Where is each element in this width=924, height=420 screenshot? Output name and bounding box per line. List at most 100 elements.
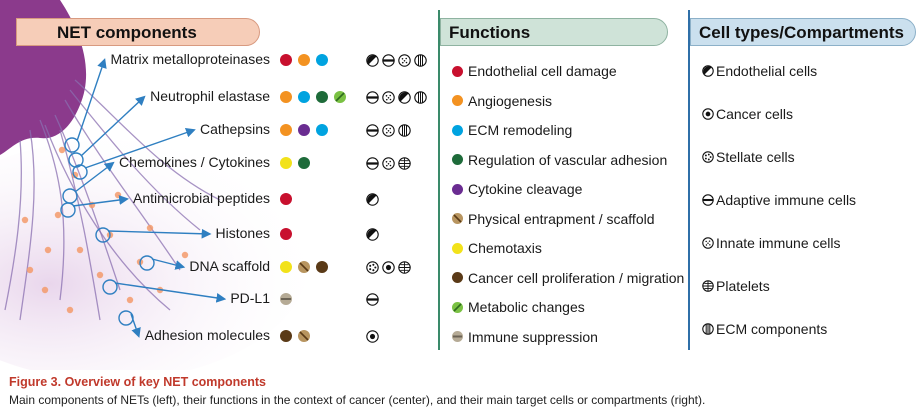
component-row: Adhesion molecules	[0, 326, 924, 346]
pointer-arrows	[60, 58, 227, 338]
function-color-dot	[452, 65, 463, 77]
component-row: PD-L1	[0, 289, 924, 309]
innate-icon	[702, 237, 714, 249]
component-function-dots	[280, 54, 328, 66]
function-dot-yellow	[280, 157, 292, 169]
function-dot-purple	[298, 124, 310, 136]
component-arrow	[74, 161, 115, 193]
component-row: Chemokines / Cytokines	[0, 153, 924, 173]
function-dot-cyan	[316, 54, 328, 66]
function-dot-tan	[298, 330, 310, 342]
platelets-icon	[702, 280, 714, 292]
cell-type-label: Platelets	[716, 278, 770, 294]
function-dot-orange	[280, 91, 292, 103]
component-target-icons	[366, 228, 379, 241]
stellate-icon	[366, 261, 379, 274]
component-label: Adhesion molecules	[144, 327, 270, 343]
component-label: Chemokines / Cytokines	[119, 154, 270, 170]
component-target-icons	[366, 157, 411, 170]
function-color-dot	[452, 213, 463, 224]
function-dot-tan	[298, 261, 310, 273]
function-color-dot	[452, 95, 463, 106]
component-origin-ring	[72, 164, 88, 180]
component-label: Antimicrobial peptides	[133, 190, 270, 206]
component-label: DNA scaffold	[189, 258, 270, 274]
function-label: Immune suppression	[468, 328, 598, 345]
component-target-icons	[366, 193, 379, 206]
component-target-icons	[366, 91, 427, 104]
net-components-header: NET components	[16, 18, 260, 46]
cell-type-legend-item: Cancer cells	[702, 106, 793, 122]
cell-type-label: Stellate cells	[716, 149, 795, 165]
platelets-icon	[398, 157, 411, 170]
function-label: Angiogenesis	[468, 92, 553, 109]
function-dot-dark_green	[316, 91, 328, 103]
component-function-dots	[280, 293, 292, 305]
component-target-icons	[366, 54, 427, 67]
function-dot-gray	[280, 293, 292, 305]
cell-type-legend-item: Innate immune cells	[702, 235, 841, 251]
cell-type-label: Innate immune cells	[716, 235, 841, 251]
function-legend-item: Cytokine cleavage	[452, 181, 582, 197]
function-color-dot	[452, 124, 463, 136]
cell-types-header: Cell types/Compartments	[690, 18, 916, 46]
cell-type-label: Cancer cells	[716, 106, 794, 122]
stellate-icon	[702, 151, 714, 163]
component-row: Histones	[0, 224, 924, 244]
function-dot-red	[280, 193, 292, 205]
innate-icon	[382, 157, 395, 170]
component-row: DNA scaffold	[0, 257, 924, 277]
endothelial-icon	[398, 91, 411, 104]
component-arrow	[130, 313, 141, 338]
function-label: Regulation of vascular adhesion	[468, 151, 668, 168]
function-legend-item: Angiogenesis	[452, 93, 552, 109]
component-arrow	[151, 258, 186, 270]
component-row: Antimicrobial peptides	[0, 189, 924, 209]
component-function-dots	[280, 193, 292, 205]
function-dot-light_green	[334, 91, 346, 103]
component-row: Cathepsins	[0, 120, 924, 140]
figure-caption-text: Main components of NETs (left), their fu…	[9, 393, 706, 407]
cell-types-divider	[688, 10, 690, 350]
function-label: Endothelial cell damage	[468, 63, 617, 79]
cell-type-legend-item: Adaptive immune cells	[702, 192, 856, 208]
chromatin-fibers	[4, 79, 221, 321]
component-target-icons	[366, 330, 379, 343]
cancer-icon	[382, 261, 395, 274]
component-label: Matrix metalloproteinases	[110, 51, 270, 67]
function-dot-dark_green	[298, 157, 310, 169]
component-function-dots	[280, 124, 328, 136]
adaptive-icon	[366, 91, 379, 104]
component-arrow	[72, 195, 129, 207]
function-label: Cytokine cleavage	[468, 181, 583, 197]
function-color-dot	[452, 154, 463, 165]
component-origin-ring	[64, 137, 80, 153]
platelets-icon	[398, 261, 411, 274]
cancer-icon	[366, 330, 379, 343]
component-origin-ring	[60, 202, 76, 218]
cell-type-label: Endothelial cells	[716, 63, 818, 79]
function-color-dot	[452, 331, 463, 342]
function-color-dot	[452, 183, 463, 195]
function-dot-red	[280, 228, 292, 240]
component-row: Neutrophil elastase	[0, 87, 924, 107]
cell-type-label: Adaptive immune cells	[716, 192, 857, 208]
function-legend-item: Regulation of vascular adhesion	[452, 152, 667, 168]
adaptive-icon	[382, 54, 395, 67]
cell-type-legend-item: Endothelial cells	[702, 63, 817, 79]
cell-type-legend-item: Platelets	[702, 278, 770, 294]
component-function-dots	[280, 330, 310, 342]
function-dot-orange	[298, 54, 310, 66]
function-color-dot	[452, 242, 463, 254]
endothelial-icon	[366, 228, 379, 241]
function-dot-red	[280, 54, 292, 66]
function-color-dot	[452, 301, 463, 313]
ecm-icon	[414, 91, 427, 104]
innate-icon	[382, 91, 395, 104]
function-dot-yellow	[280, 261, 292, 273]
ecm-icon	[414, 54, 427, 67]
cell-type-legend-item: Stellate cells	[702, 149, 795, 165]
function-legend-item: Physical entrapment / scaffold	[452, 211, 655, 227]
component-label: Cathepsins	[199, 121, 270, 137]
component-function-dots	[280, 228, 292, 240]
